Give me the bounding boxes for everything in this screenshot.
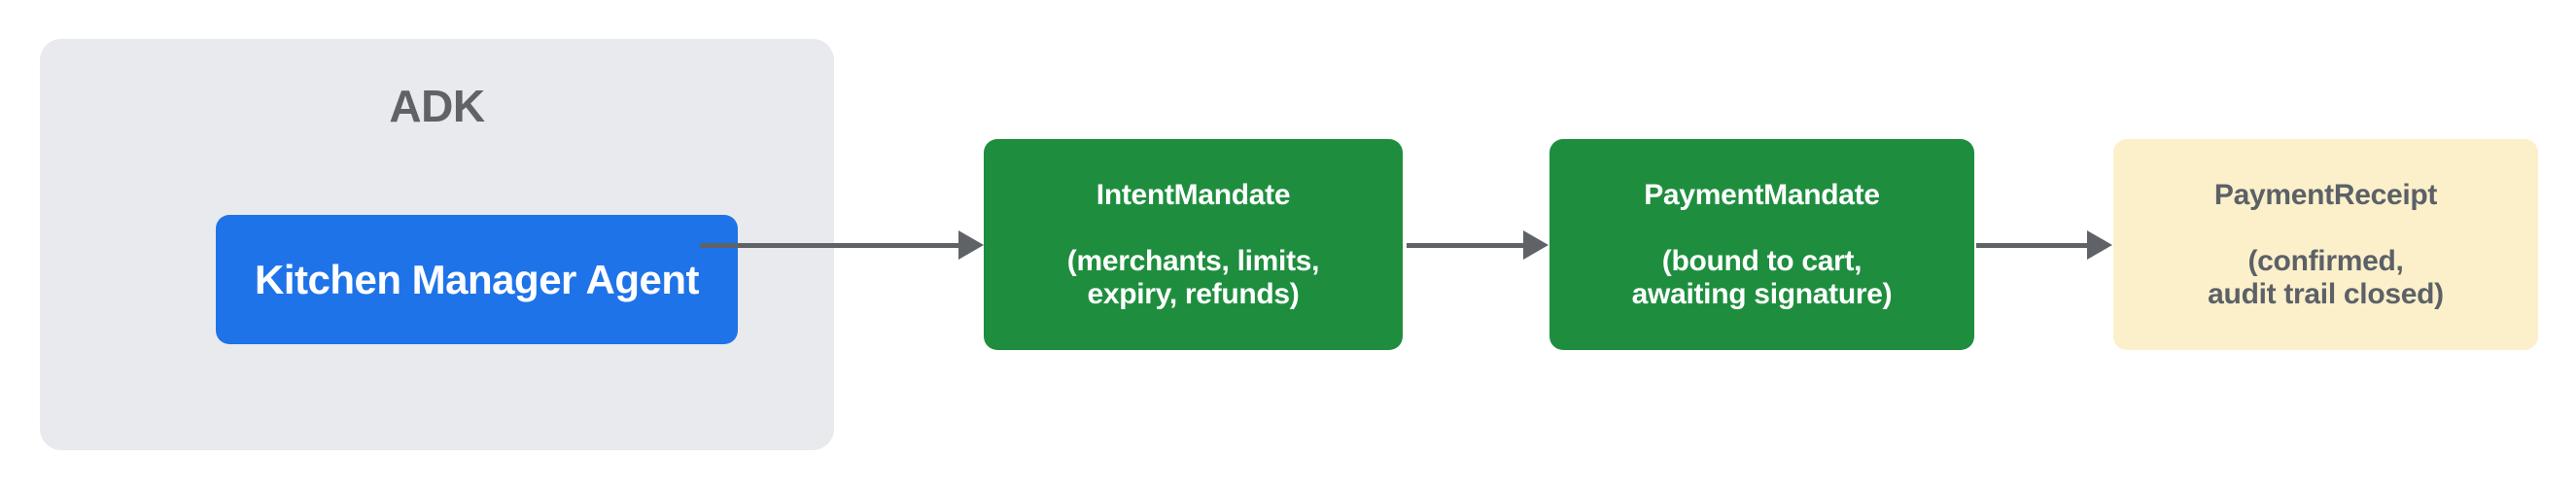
payment-receipt-detail-line-1: (confirmed, [2247,244,2404,277]
payment-mandate-title: PaymentMandate [1644,178,1880,211]
arrow-payment-mandate-to-receipt [1976,243,2089,248]
intent-mandate-title: IntentMandate [1096,178,1291,211]
arrow-intent-to-payment-mandate [1407,243,1525,248]
node-intent-mandate: IntentMandate (merchants, limits, expiry… [984,139,1403,350]
intent-mandate-detail-line-2: expiry, refunds) [1087,277,1300,310]
adk-group-label: ADK [389,81,485,131]
node-payment-mandate: PaymentMandate (bound to cart, awaiting … [1549,139,1974,350]
arrowhead-icon [958,230,984,260]
arrowhead-icon [1523,230,1549,260]
payment-mandate-detail: (bound to cart, awaiting signature) [1632,245,1893,311]
intent-mandate-detail-line-1: (merchants, limits, [1066,244,1320,277]
payment-receipt-detail-line-2: audit trail closed) [2208,277,2444,310]
arrow-agent-to-intent-mandate [700,243,960,248]
intent-mandate-detail: (merchants, limits, expiry, refunds) [1066,244,1320,311]
payment-receipt-detail: (confirmed, audit trail closed) [2208,245,2444,311]
payment-mandate-detail-line-2: awaiting signature) [1631,277,1893,310]
payment-receipt-title: PaymentReceipt [2213,178,2438,211]
node-kitchen-manager-agent: Kitchen Manager Agent [216,215,738,344]
payment-mandate-detail-line-1: (bound to cart, [1661,244,1862,277]
node-payment-receipt: PaymentReceipt (confirmed, audit trail c… [2113,139,2538,350]
arrowhead-icon [2087,230,2112,260]
agent-node-label: Kitchen Manager Agent [255,256,700,302]
